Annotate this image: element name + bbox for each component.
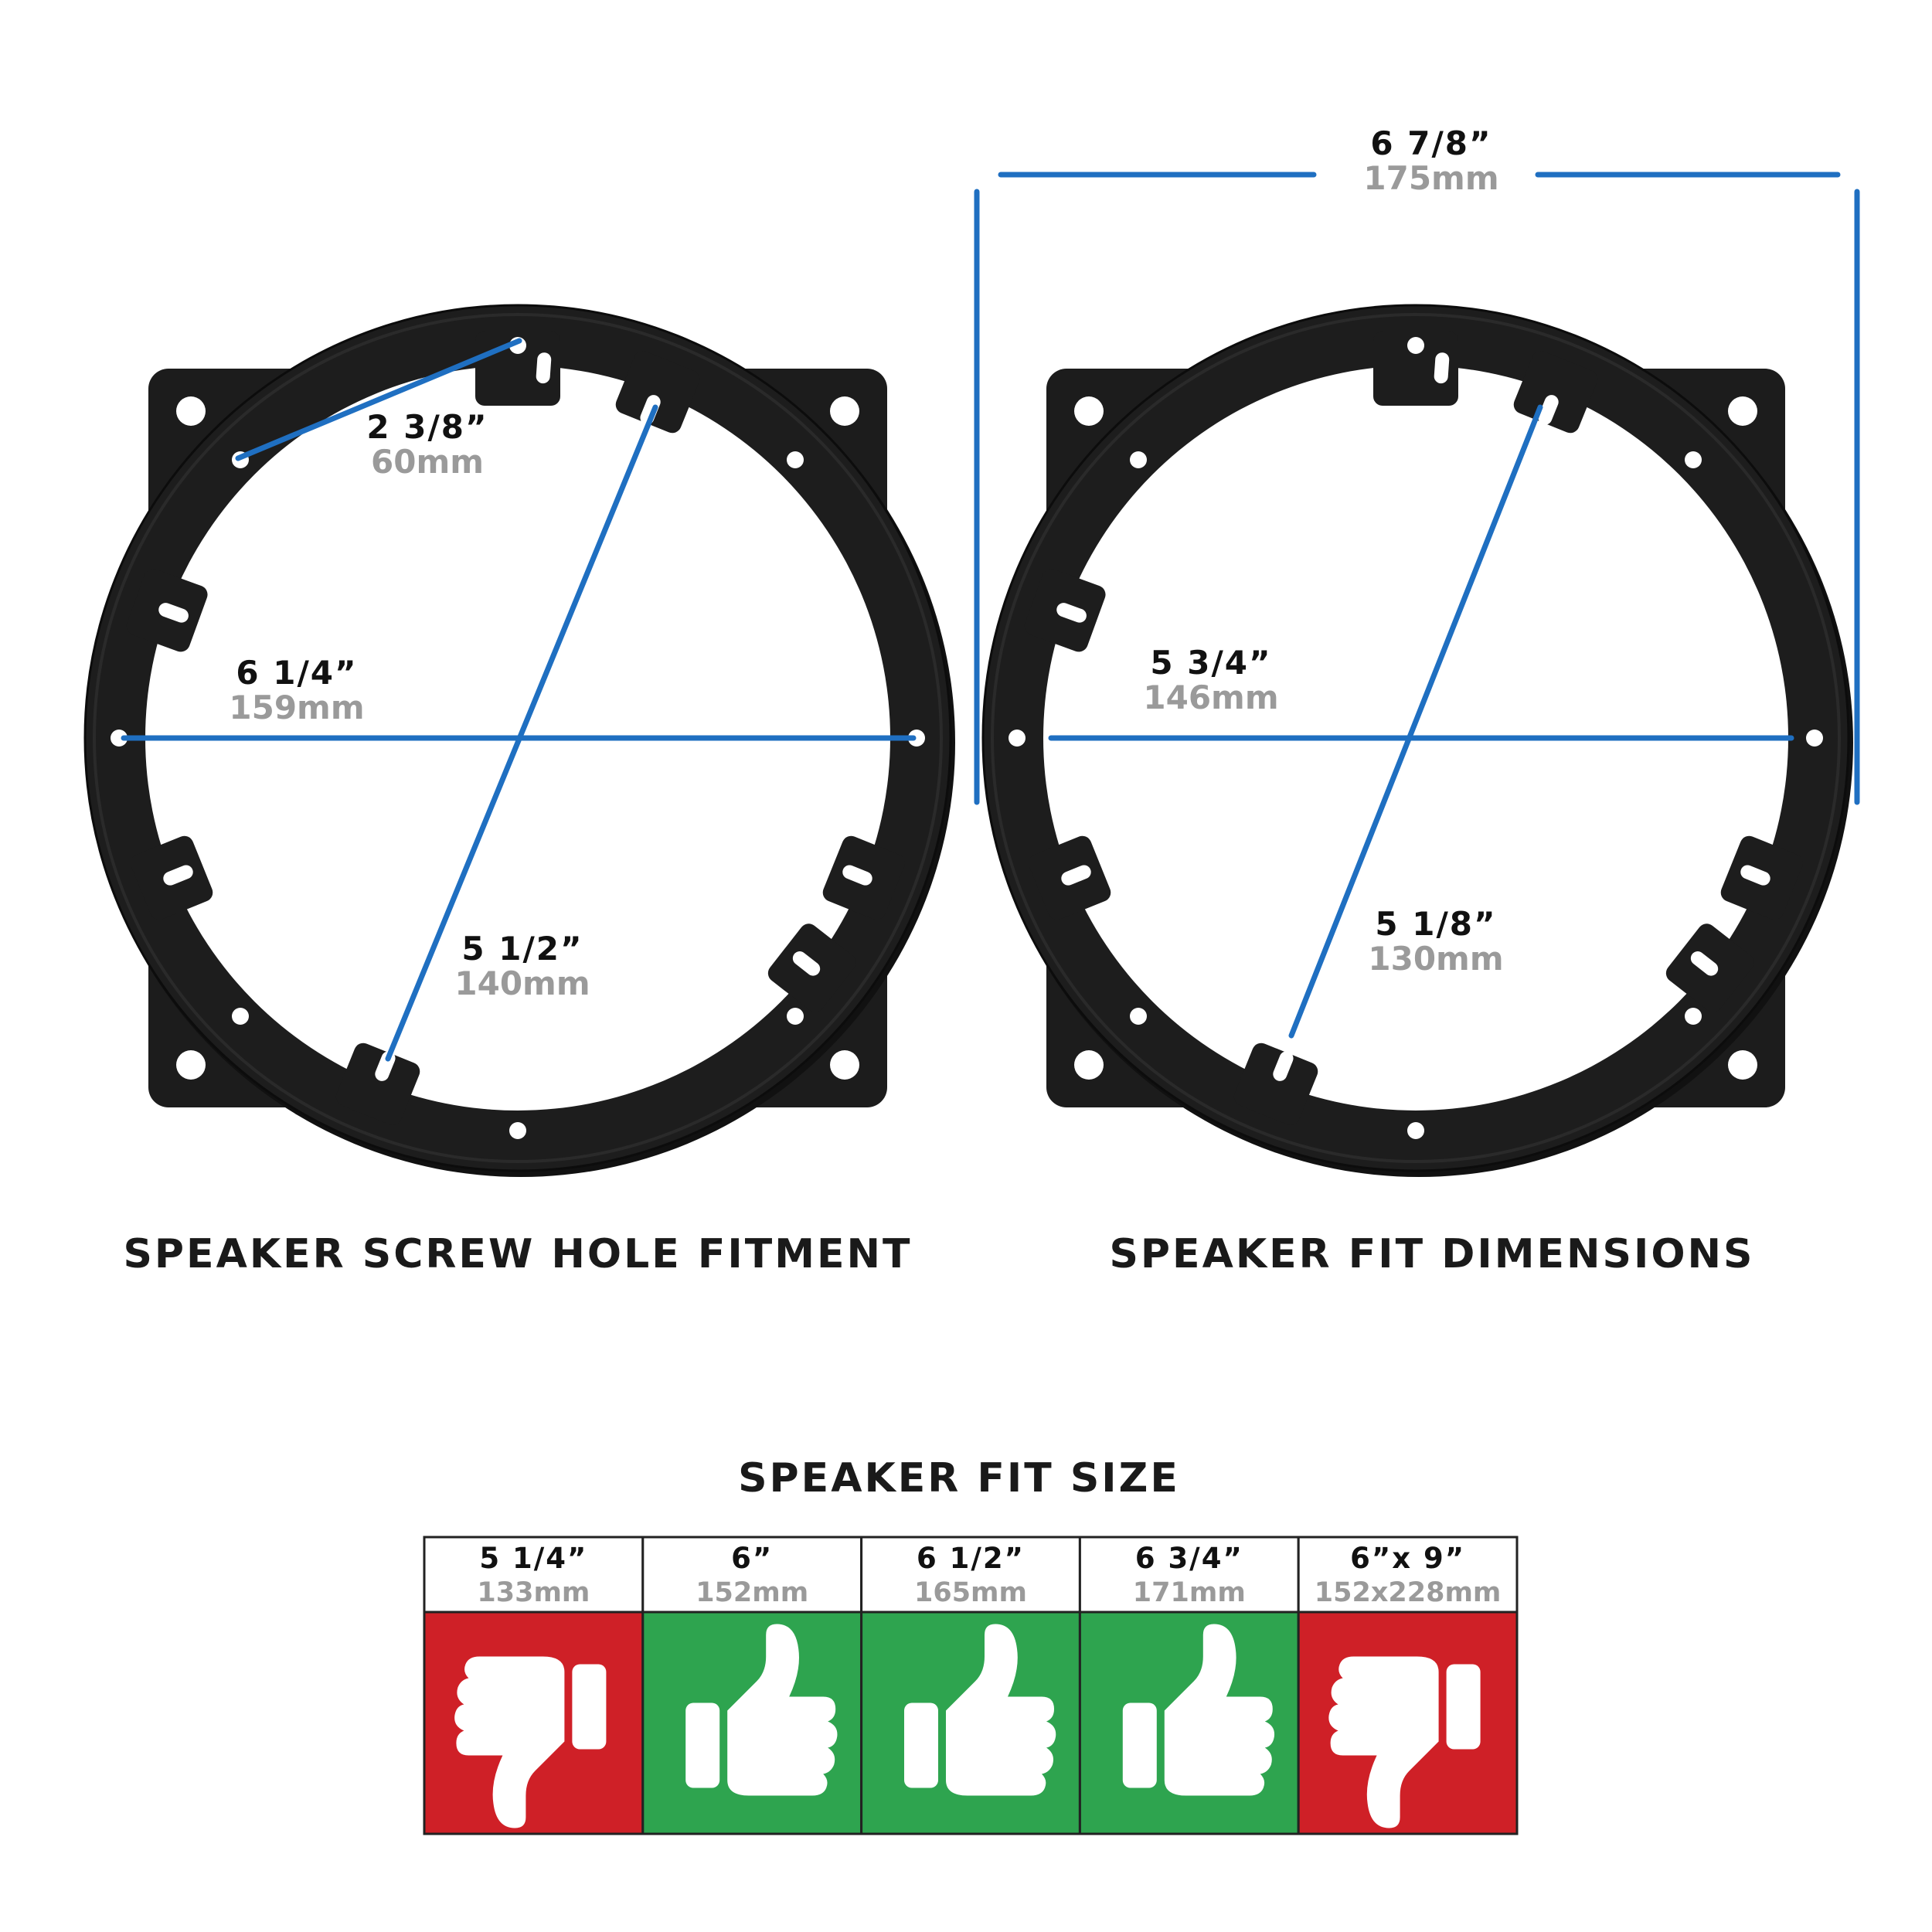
left-dimension-2-3-8: 2 3/8” 60mm xyxy=(366,408,488,481)
fit-cell-5: 6”x 9”152x228mm xyxy=(1297,1536,1519,1835)
fit-size-inch: 6”x 9” xyxy=(1350,1542,1465,1575)
fit-size-inch: 6” xyxy=(731,1542,773,1575)
fit-cell-1: 5 1/4”133mm xyxy=(423,1536,645,1835)
fit-cell-header xyxy=(1297,1536,1519,1614)
fit-cell-2: 6”152mm xyxy=(641,1536,863,1835)
right-measure-lines xyxy=(974,172,1860,1039)
fit-size-mm: 133mm xyxy=(477,1577,590,1608)
caption-fit-dimensions: SPEAKER FIT DIMENSIONS xyxy=(1109,1231,1754,1277)
dimension-inch: 6 1/4” xyxy=(236,654,357,692)
fit-table-title: SPEAKER FIT SIZE xyxy=(738,1455,1180,1502)
fit-cell-3: 6 1/2”165mm xyxy=(860,1536,1081,1835)
left-dimension-6-1-4: 6 1/4” 159mm xyxy=(229,654,364,726)
fit-size-inch: 6 1/2” xyxy=(917,1542,1025,1575)
dimension-inch: 5 1/8” xyxy=(1375,905,1496,943)
dimension-mm: 159mm xyxy=(229,689,364,726)
fit-size-mm: 171mm xyxy=(1133,1577,1246,1608)
dimension-mm: 175mm xyxy=(1363,159,1498,197)
measure-line-diagonal xyxy=(385,404,658,1062)
fit-size-inch: 5 1/4” xyxy=(479,1542,587,1575)
dimension-mm: 130mm xyxy=(1368,940,1503,978)
measure-line-inner-diagonal xyxy=(1288,404,1543,1039)
right-dimension-5-1-8: 5 1/8” 130mm xyxy=(1368,905,1503,978)
left-measure-lines xyxy=(121,338,917,1062)
right-dimension-6-7-8: 6 7/8” 175mm xyxy=(1363,124,1498,197)
fit-size-mm: 152x228mm xyxy=(1315,1577,1502,1608)
dimension-mm: 140mm xyxy=(454,964,590,1002)
fit-cell-4: 6 3/4”171mm xyxy=(1078,1536,1300,1835)
dimension-inch: 5 3/4” xyxy=(1150,644,1271,682)
measure-line-screw-spacing xyxy=(235,338,522,461)
fit-table-border xyxy=(423,1536,1519,1835)
caption-screw-hole-fitment: SPEAKER SCREW HOLE FITMENT xyxy=(123,1231,912,1277)
dimension-mm: 146mm xyxy=(1143,679,1278,716)
fit-size-mm: 152mm xyxy=(696,1577,808,1608)
dimension-inch: 5 1/2” xyxy=(461,930,583,968)
dimension-inch: 6 7/8” xyxy=(1370,124,1492,162)
left-dimension-5-1-2: 5 1/2” 140mm xyxy=(454,930,590,1002)
dimension-inch: 2 3/8” xyxy=(366,408,488,446)
fit-size-mm: 165mm xyxy=(914,1577,1027,1608)
fit-size-inch: 6 3/4” xyxy=(1135,1542,1243,1575)
dimension-mm: 60mm xyxy=(371,443,484,481)
right-bracket xyxy=(981,304,1855,1179)
right-dimension-5-3-4: 5 3/4” 146mm xyxy=(1143,644,1278,716)
